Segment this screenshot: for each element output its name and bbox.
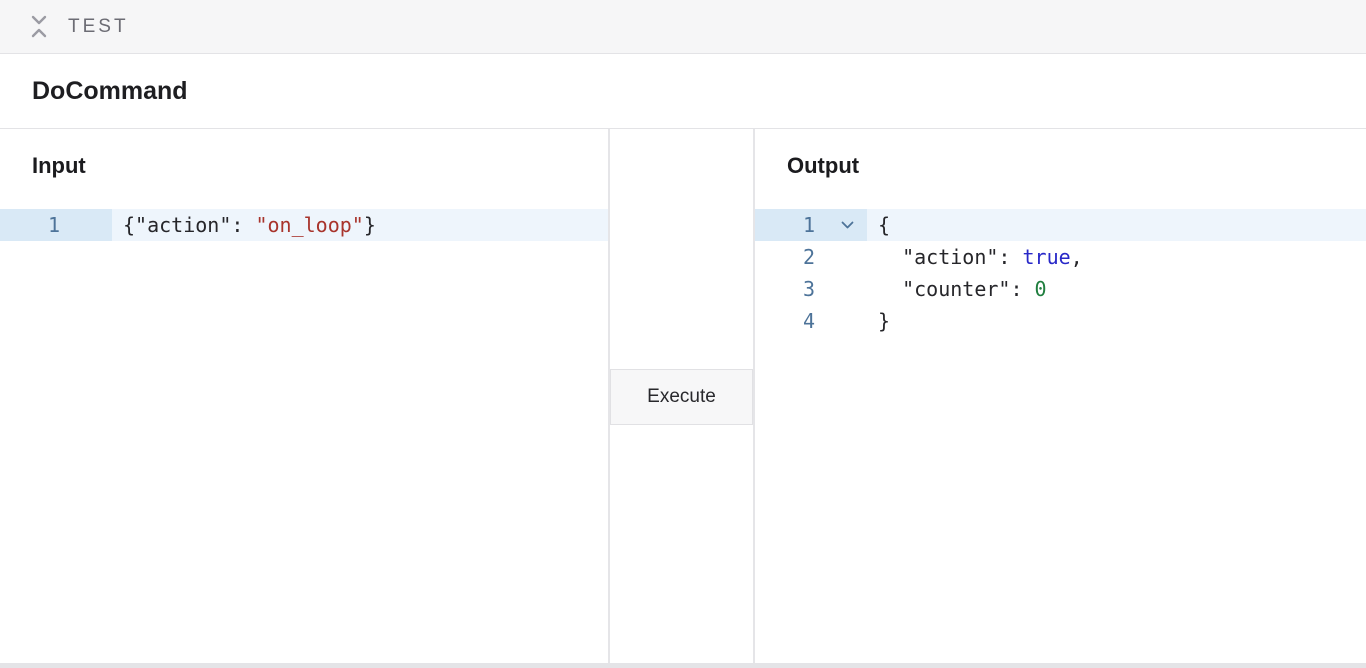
vertical-divider xyxy=(608,129,610,666)
execute-button[interactable]: Execute xyxy=(610,369,753,425)
collapse-vertical-icon[interactable] xyxy=(28,13,50,40)
code-line: "action": true, xyxy=(867,241,1366,273)
editor-gutter: 1 xyxy=(755,209,867,241)
editor-gutter: 4 xyxy=(755,305,867,337)
code-token-string: "on_loop" xyxy=(255,213,364,237)
editor-gutter: 1 xyxy=(0,209,112,241)
input-panel: Input 1 {"action": "on_loop"} xyxy=(0,129,608,666)
code-token-plain: } xyxy=(878,309,891,333)
vertical-divider xyxy=(753,129,755,666)
editor-gutter: 2 xyxy=(755,241,867,273)
code-line: "counter": 0 xyxy=(867,273,1366,305)
test-panel-label: TEST xyxy=(68,15,129,37)
output-panel-title: Output xyxy=(787,153,860,178)
test-panel-body: Input 1{"action": "on_loop"} Execute Out… xyxy=(0,129,1366,666)
editor-line[interactable]: 3 "counter": 0 xyxy=(755,273,1366,305)
line-number: 1 xyxy=(802,213,815,237)
editor-gutter: 3 xyxy=(755,273,867,305)
line-number: 4 xyxy=(802,309,815,333)
input-panel-header: Input xyxy=(0,129,608,209)
output-panel-header: Output xyxy=(755,129,1366,209)
code-token-plain: } xyxy=(363,213,376,237)
code-line: } xyxy=(867,305,1366,337)
command-title-row: DoCommand xyxy=(0,54,1366,129)
code-token-plain: {"action": xyxy=(123,213,256,237)
fold-gutter-spacer xyxy=(64,209,112,241)
code-token-number: 0 xyxy=(1034,277,1047,301)
code-token-plain: "action": xyxy=(878,245,1023,269)
line-number: 1 xyxy=(47,213,60,237)
editor-line[interactable]: 1 {"action": "on_loop"} xyxy=(0,209,608,241)
bottom-edge-strip xyxy=(0,663,1366,668)
fold-gutter-spacer xyxy=(819,305,867,337)
output-panel: Output 1{2 "action": true,3 "counter": 0… xyxy=(755,129,1366,666)
fold-gutter-spacer xyxy=(819,273,867,305)
editor-line[interactable]: 1{ xyxy=(755,209,1366,241)
code-line: {"action": "on_loop"} xyxy=(112,209,608,241)
code-token-plain: { xyxy=(878,213,891,237)
input-code-editor[interactable]: 1 {"action": "on_loop"} xyxy=(0,209,608,241)
line-number: 2 xyxy=(802,245,815,269)
fold-chevron-icon[interactable] xyxy=(819,209,867,241)
fold-gutter-spacer xyxy=(819,241,867,273)
input-panel-title: Input xyxy=(32,153,86,178)
code-line: { xyxy=(867,209,1366,241)
execute-column: Execute xyxy=(610,129,753,666)
test-panel-header: TEST xyxy=(0,0,1366,54)
code-token-plain: "counter": xyxy=(878,277,1035,301)
code-token-plain: , xyxy=(1070,245,1083,269)
line-number: 3 xyxy=(802,277,815,301)
page-title: DoCommand xyxy=(32,76,188,105)
editor-line[interactable]: 4} xyxy=(755,305,1366,337)
code-token-atom: true xyxy=(1022,245,1071,269)
editor-line[interactable]: 2 "action": true, xyxy=(755,241,1366,273)
